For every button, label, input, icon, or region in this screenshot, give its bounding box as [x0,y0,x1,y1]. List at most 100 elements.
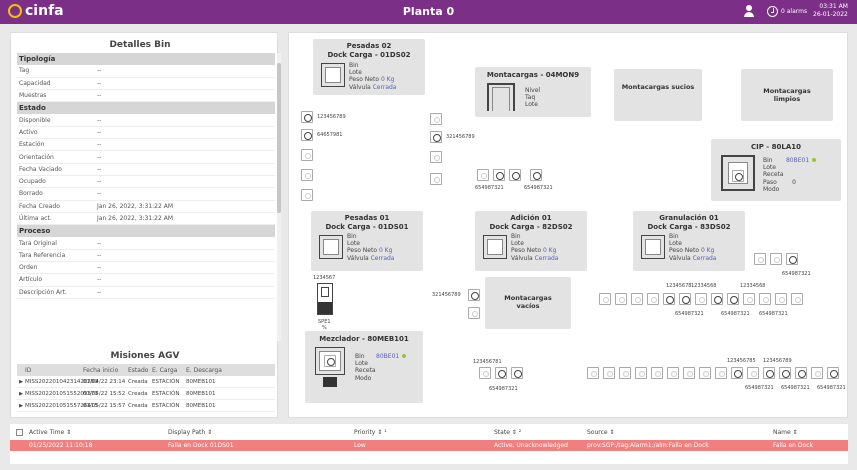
cip-status-dot [812,158,817,162]
position-slot[interactable] [468,307,480,319]
position-slot[interactable] [615,293,627,305]
col-state[interactable]: State ⇕ ² [494,429,522,436]
position-slot[interactable] [301,149,313,161]
position-slot[interactable] [759,293,771,305]
position-slot[interactable] [727,293,739,305]
position-slot[interactable] [430,173,442,185]
position-slot[interactable] [530,169,542,181]
position-slot[interactable] [479,367,491,379]
spe1-device[interactable] [317,283,333,315]
position-slot[interactable] [715,367,727,379]
position-slot[interactable] [619,367,631,379]
section-header: Tipología [17,53,275,66]
expand-arrow-icon[interactable]: ▶ [19,378,23,385]
position-slot[interactable] [747,367,759,379]
detail-key: Disponible [19,116,51,124]
col-edescarga[interactable]: E. Descarga [186,366,222,374]
position-slot[interactable] [647,293,659,305]
position-slot[interactable] [763,367,775,379]
position-slot[interactable] [603,367,615,379]
montacargas-vacios-card[interactable]: Montacargas vacíos [485,277,571,329]
position-slot[interactable] [811,367,823,379]
position-slot[interactable] [743,293,755,305]
position-slot[interactable] [631,293,643,305]
position-slot[interactable] [779,367,791,379]
position-slot[interactable] [587,367,599,379]
col-active-time[interactable]: Active Time ⇕ [29,429,72,436]
user-icon[interactable] [744,5,754,19]
position-slot[interactable] [699,367,711,379]
position-slot[interactable] [711,293,723,305]
montacargas-limpios-card[interactable]: Montacargas limpios [741,69,833,121]
montacargas-sucios-card[interactable]: Montacargas sucios [614,69,702,121]
col-id[interactable]: ID [25,366,32,374]
position-slot[interactable] [791,293,803,305]
position-slot[interactable] [509,169,521,181]
position-slot[interactable] [795,367,807,379]
detail-value: -- [97,67,102,75]
position-slot[interactable] [495,367,507,379]
adicion01-dock: Dock Carga - 82DS02 [489,223,573,231]
position-slot[interactable] [301,189,313,201]
col-estado[interactable]: Estado [128,366,149,374]
col-name[interactable]: Name ⇕ [773,429,798,436]
position-slot[interactable] [683,367,695,379]
detail-key: Tara Referencia [19,251,66,259]
position-slot[interactable] [301,129,313,141]
col-source[interactable]: Source ⇕ [587,429,615,436]
position-slot[interactable] [679,293,691,305]
col-display-path[interactable]: Display Path ⇕ [168,429,213,436]
position-slot[interactable] [599,293,611,305]
position-slot[interactable] [430,151,442,163]
select-all-checkbox[interactable] [16,429,23,436]
expand-arrow-icon[interactable]: ▶ [19,402,23,409]
position-slot[interactable] [663,293,675,305]
alarm-name: Falla en Dock [773,442,813,449]
position-slot[interactable] [477,169,489,181]
position-slot[interactable] [667,367,679,379]
alarm-indicator[interactable]: 0 alarms [767,6,807,17]
datetime: 03:31 AM 26-01-2022 [813,3,848,19]
position-slot[interactable] [651,367,663,379]
position-slot[interactable] [493,169,505,181]
position-slot[interactable] [430,131,442,143]
position-slot[interactable] [731,367,743,379]
position-slot[interactable] [775,293,787,305]
position-slot[interactable] [827,367,839,379]
position-slot[interactable] [301,169,313,181]
position-slot[interactable] [301,111,313,123]
col-priority[interactable]: Priority ⇕ ¹ [354,429,387,436]
position-slot[interactable] [511,367,523,379]
detail-value: -- [97,190,102,198]
position-slot[interactable] [695,293,707,305]
expand-arrow-icon[interactable]: ▶ [19,390,23,397]
col-fecha[interactable]: Fecha inicio [83,366,119,374]
position-slot[interactable] [754,253,766,265]
position-slot[interactable] [468,289,480,301]
position-slot[interactable] [770,253,782,265]
col-ecarga[interactable]: E. Carga [152,366,178,374]
detail-row: Última act.Jan 26, 2022, 3:31:22 AM [17,213,275,226]
position-slot[interactable] [635,367,647,379]
misiones-header-row: ID Fecha inicio Estado E. Carga E. Desca… [17,364,275,376]
position-slot[interactable] [430,113,442,125]
alarm-row[interactable]: 01/25/2022 11:10:18 Falla en Dock 01DS01… [10,440,848,451]
detail-key: Estación [19,141,45,149]
detalles-scrollbar[interactable] [277,53,281,341]
position-slot[interactable] [786,253,798,265]
